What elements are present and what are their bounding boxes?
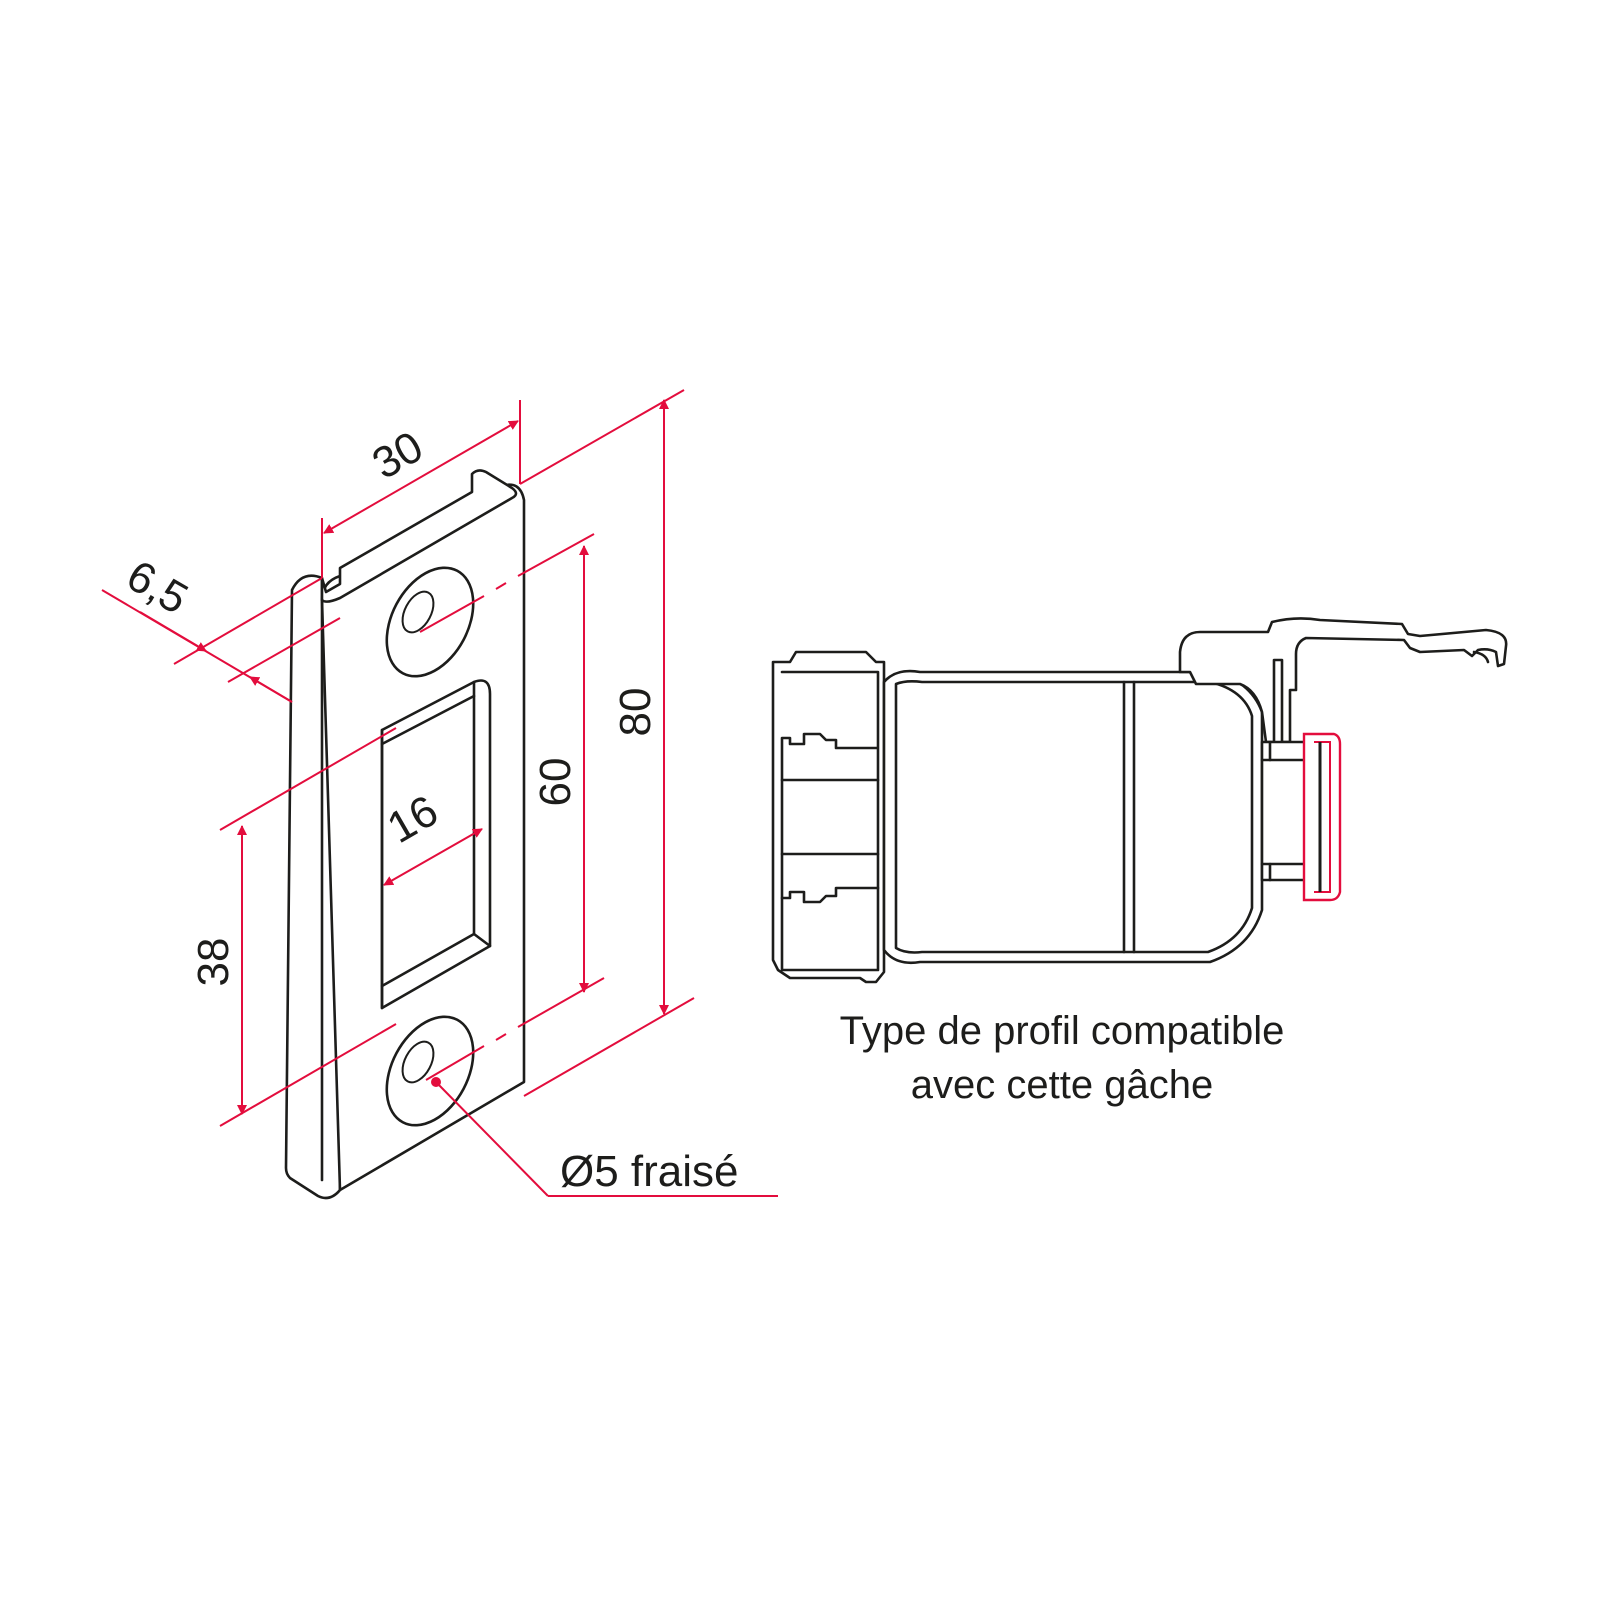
hole-note-label: Ø5 fraisé (560, 1147, 739, 1196)
dimension-lines (101, 389, 778, 1197)
strike-plate (284, 469, 526, 1200)
strike-plate-section-highlight (1302, 732, 1342, 902)
dim-hole-spacing-label: 60 (531, 758, 580, 807)
dim-thickness-label: 6,5 (119, 551, 196, 624)
dim-total-height-label: 80 (611, 688, 660, 737)
profile-caption-line1: Type de profil compatible (840, 1009, 1285, 1053)
leader-dot (431, 1077, 441, 1087)
profile-left-frame (771, 650, 886, 984)
dim-width-label: 30 (364, 422, 431, 489)
top-countersunk-hole (385, 566, 475, 678)
dim-bottom-offset-label: 38 (189, 938, 238, 987)
compatible-profile-section (771, 617, 1508, 984)
profile-main-chamber (882, 669, 1264, 965)
profile-caption-line2: avec cette gâche (911, 1063, 1213, 1107)
